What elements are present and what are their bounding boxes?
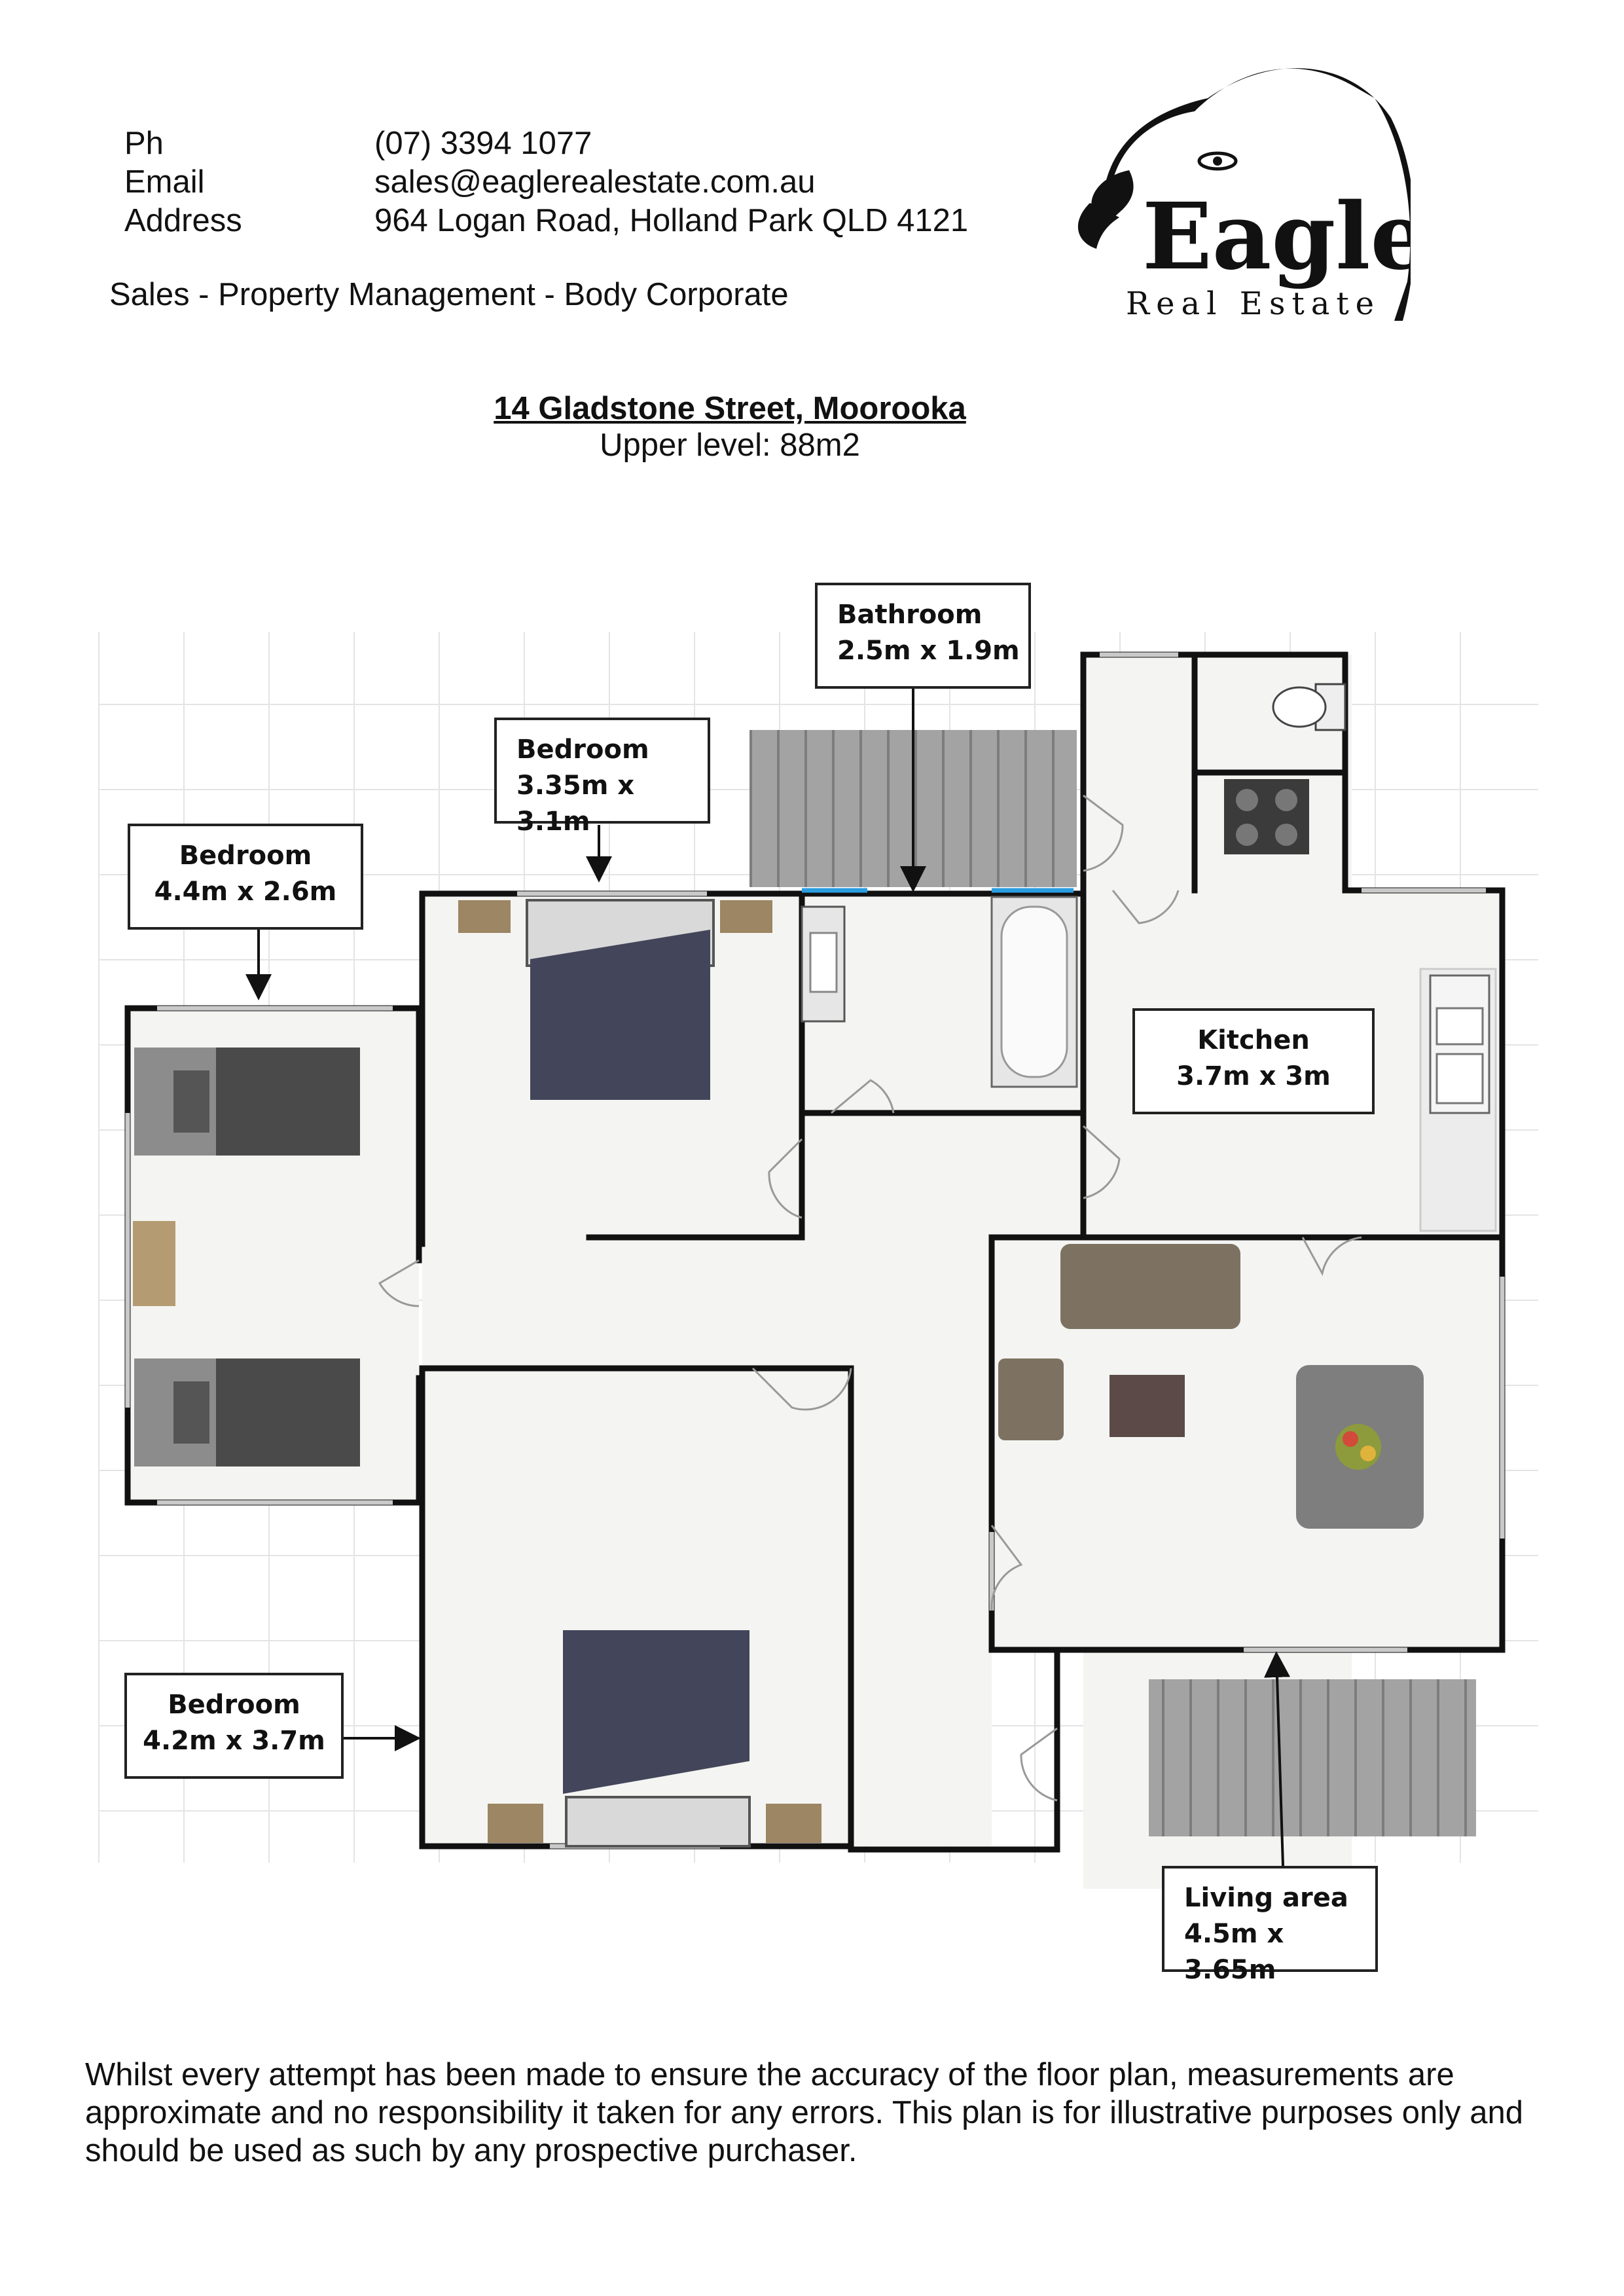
eagle-head-icon	[1077, 68, 1411, 321]
label-arrows	[245, 687, 1290, 1867]
property-address: 14 Gladstone Street, Moorooka	[494, 391, 966, 426]
label-living-area: Living area 4.5m x 3.65m	[1162, 1866, 1378, 1985]
bathtub	[990, 896, 1078, 1088]
label-kitchen-name: Kitchen	[1197, 1025, 1310, 1055]
tagline: Sales - Property Management - Body Corpo…	[109, 277, 789, 312]
disclaimer: Whilst every attempt has been made to en…	[85, 2057, 1524, 2168]
label-bedroom-left-name: Bedroom	[179, 841, 312, 871]
label-bedroom-top-name: Bedroom	[516, 735, 649, 765]
bedside-table-2	[720, 900, 772, 933]
phone-value: (07) 3394 1077	[374, 126, 592, 161]
cooktop	[1224, 779, 1309, 854]
label-bedroom-left-size: 4.4m x 2.6m	[154, 877, 337, 907]
label-living-area-size: 4.5m x 3.65m	[1184, 1919, 1284, 1985]
bedside-table-left	[133, 1221, 175, 1306]
dining-table	[1296, 1365, 1424, 1529]
bedside-table-4	[766, 1804, 821, 1843]
address-value: 964 Logan Road, Holland Park QLD 4121	[374, 203, 969, 238]
label-kitchen-size: 3.7m x 3m	[1176, 1061, 1331, 1091]
coffee-table	[1110, 1375, 1185, 1437]
toilet	[1272, 683, 1346, 731]
label-bedroom-bottom-name: Bedroom	[168, 1690, 300, 1720]
address-label: Address	[124, 203, 242, 238]
label-kitchen: Kitchen 3.7m x 3m	[1132, 1008, 1375, 1114]
double-bed-bottom	[563, 1630, 751, 1848]
contact-block: Ph (07) 3394 1077 Email sales@eaglerealest…	[124, 124, 968, 240]
bathroom-vanity	[801, 905, 846, 1023]
email-value: sales@eaglerealestate.com.au	[374, 164, 816, 200]
label-bedroom-top-size: 3.35m x 3.1m	[516, 771, 635, 837]
label-bedroom-bottom: Bedroom 4.2m x 3.7m	[124, 1673, 344, 1779]
kitchen-sink	[1429, 974, 1490, 1114]
stairs-bottom	[1149, 1679, 1476, 1836]
single-bed-bottom	[134, 1358, 360, 1467]
doors	[378, 794, 1362, 1802]
label-bedroom-left: Bedroom 4.4m x 2.6m	[128, 824, 363, 930]
armchair	[998, 1358, 1064, 1440]
logo-name: Eagle	[1142, 183, 1411, 291]
bedside-table-1	[458, 900, 511, 933]
email-label: Email	[124, 164, 205, 200]
floor-area: Upper level: 88m2	[600, 428, 860, 463]
company-logo: Eagle Real Estate	[1077, 68, 1411, 322]
bedside-table-3	[488, 1804, 543, 1843]
label-bathroom-name: Bathroom	[837, 600, 983, 630]
single-bed-top	[134, 1048, 360, 1156]
sofa	[1060, 1244, 1240, 1329]
double-bed-top	[526, 899, 715, 1100]
label-bedroom-bottom-size: 4.2m x 3.7m	[143, 1726, 325, 1756]
label-bathroom-size: 2.5m x 1.9m	[837, 636, 1020, 666]
label-bedroom-top: Bedroom 3.35m x 3.1m	[494, 718, 710, 837]
phone-label: Ph	[124, 126, 164, 161]
logo-sub: Real Estate	[1126, 285, 1380, 322]
label-living-area-name: Living area	[1184, 1883, 1348, 1913]
label-bathroom: Bathroom 2.5m x 1.9m	[815, 583, 1031, 689]
